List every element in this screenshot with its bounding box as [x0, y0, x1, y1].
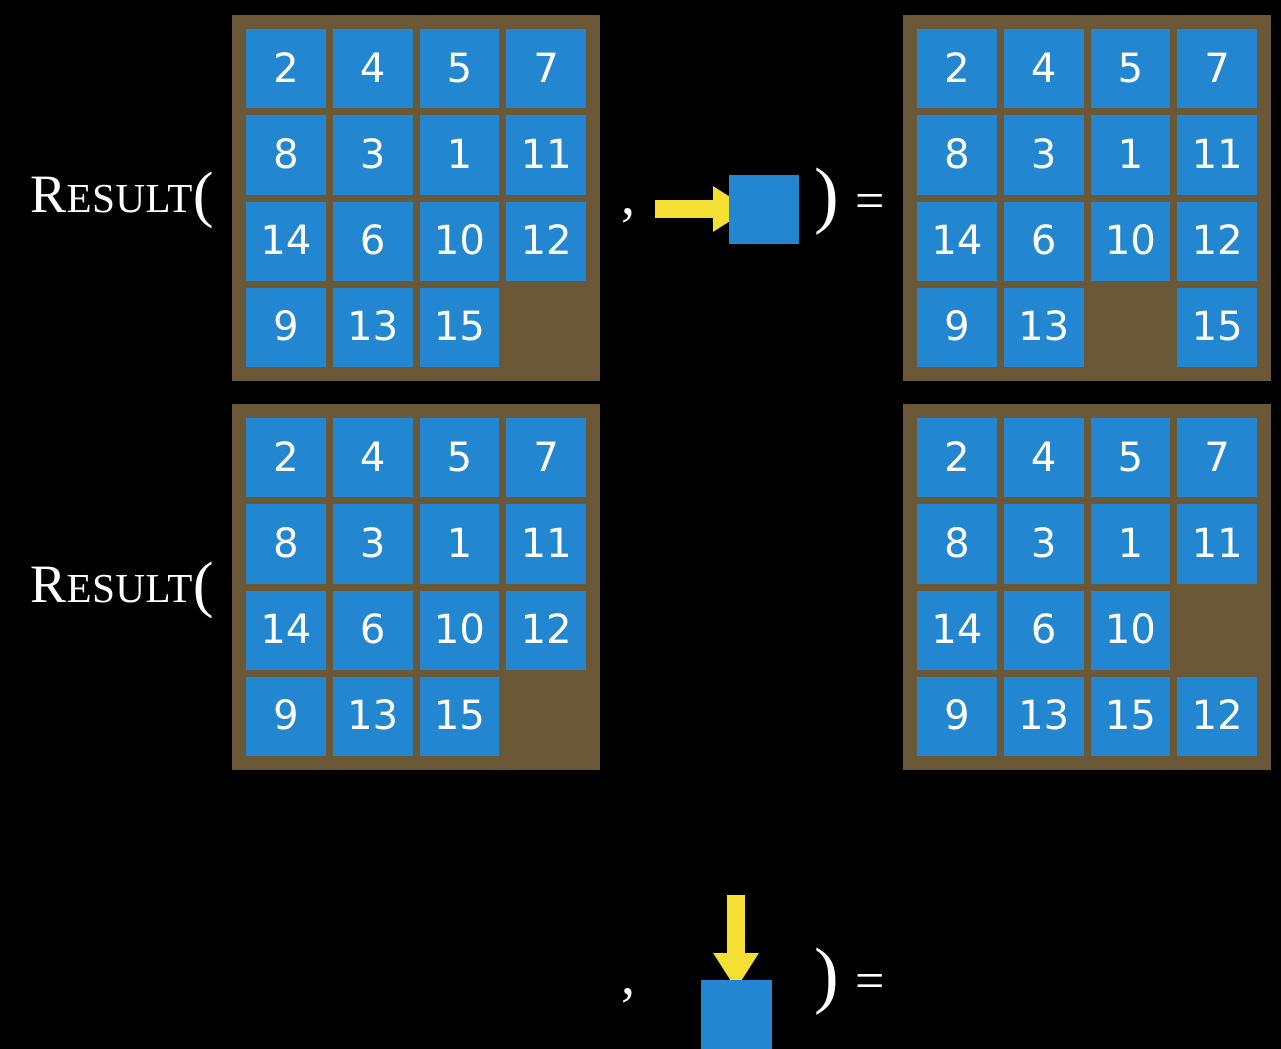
- action-tile-row-2: [701, 980, 772, 1049]
- close-paren-row-1: ): [814, 154, 839, 236]
- puzzle-tile[interactable]: 4: [332, 29, 413, 109]
- puzzle-tile[interactable]: 9: [917, 676, 997, 756]
- puzzle-tile[interactable]: 6: [1003, 590, 1084, 670]
- puzzle-tile[interactable]: 14: [246, 201, 326, 281]
- argument-separator-comma-row-1: ,: [621, 165, 635, 227]
- puzzle-tile[interactable]: 13: [1003, 676, 1084, 756]
- puzzle-tile[interactable]: 9: [246, 676, 326, 756]
- operator-area-row-1: , ) =: [607, 0, 903, 390]
- puzzle-tile[interactable]: 14: [246, 590, 326, 670]
- result-function-label-row-2: RESULT(: [30, 554, 214, 616]
- puzzle-tile[interactable]: 3: [1003, 504, 1084, 584]
- puzzle-tile[interactable]: 5: [419, 29, 500, 109]
- puzzle-tile[interactable]: 13: [332, 287, 413, 367]
- puzzle-tile[interactable]: 3: [332, 115, 413, 195]
- puzzle-tile[interactable]: 15: [419, 287, 500, 367]
- operator-area-row-2: , ) =: [607, 390, 903, 1049]
- puzzle-tile[interactable]: 4: [332, 418, 413, 498]
- puzzle-tile[interactable]: 10: [1090, 590, 1171, 670]
- puzzle-tile[interactable]: 8: [246, 504, 326, 584]
- puzzle-tile[interactable]: 12: [1177, 201, 1257, 281]
- puzzle-tile[interactable]: 11: [1177, 504, 1257, 584]
- puzzle-blank-cell: [506, 288, 586, 367]
- result-label-rest: ESULT: [66, 565, 193, 611]
- puzzle-tile[interactable]: 10: [1090, 201, 1171, 281]
- puzzle-tile[interactable]: 11: [506, 115, 586, 195]
- result-label-capital-r: R: [30, 554, 67, 614]
- puzzle-tile[interactable]: 2: [917, 418, 997, 498]
- puzzle-tile[interactable]: 15: [419, 676, 500, 756]
- puzzle-tile[interactable]: 4: [1003, 29, 1084, 109]
- puzzle-tile[interactable]: 7: [1177, 29, 1257, 109]
- equals-sign-row-1: =: [855, 173, 885, 230]
- puzzle-tile[interactable]: 7: [1177, 418, 1257, 498]
- puzzle-tile[interactable]: 1: [419, 115, 500, 195]
- puzzle-tile[interactable]: 5: [1090, 29, 1171, 109]
- arrow-right-icon: [655, 186, 749, 232]
- puzzle-tile[interactable]: 6: [332, 590, 413, 670]
- puzzle-tile[interactable]: 13: [332, 676, 413, 756]
- puzzle-tile[interactable]: 12: [506, 590, 586, 670]
- puzzle-tile[interactable]: 2: [246, 418, 326, 498]
- close-paren-row-2: ): [814, 934, 839, 1016]
- puzzle-tile[interactable]: 9: [917, 287, 997, 367]
- puzzle-tile[interactable]: 11: [1177, 115, 1257, 195]
- equals-sign-row-2: =: [855, 953, 885, 1010]
- open-paren-row-2: (: [192, 551, 214, 619]
- action-tile-row-1: [729, 175, 799, 244]
- puzzle-blank-cell: [506, 677, 586, 756]
- puzzle-tile[interactable]: 10: [419, 590, 500, 670]
- puzzle-tile[interactable]: 13: [1003, 287, 1084, 367]
- puzzle-tile[interactable]: 3: [332, 504, 413, 584]
- puzzle-tile[interactable]: 8: [917, 504, 997, 584]
- puzzle-tile[interactable]: 2: [246, 29, 326, 109]
- puzzle-tile[interactable]: 6: [1003, 201, 1084, 281]
- puzzle-tile[interactable]: 9: [246, 287, 326, 367]
- puzzle-tile[interactable]: 6: [332, 201, 413, 281]
- result-function-label-row-1: RESULT(: [30, 164, 214, 226]
- puzzle-blank-cell: [1091, 288, 1171, 367]
- puzzle-tile[interactable]: 1: [419, 504, 500, 584]
- puzzle-tile[interactable]: 14: [917, 201, 997, 281]
- arrow-down-icon: [713, 895, 759, 989]
- puzzle-tile[interactable]: 15: [1090, 676, 1171, 756]
- puzzle-blank-cell: [1177, 591, 1257, 670]
- puzzle-tile[interactable]: 11: [506, 504, 586, 584]
- puzzle-tile[interactable]: 10: [419, 201, 500, 281]
- puzzle-tile[interactable]: 7: [506, 29, 586, 109]
- open-paren-row-1: (: [192, 161, 214, 229]
- result-label-capital-r: R: [30, 164, 67, 224]
- puzzle-tile[interactable]: 2: [917, 29, 997, 109]
- puzzle-tile[interactable]: 1: [1090, 115, 1171, 195]
- puzzle-tile[interactable]: 5: [1090, 418, 1171, 498]
- puzzle-tile[interactable]: 12: [506, 201, 586, 281]
- puzzle-tile[interactable]: 3: [1003, 115, 1084, 195]
- puzzle-tile[interactable]: 8: [246, 115, 326, 195]
- puzzle-tile[interactable]: 7: [506, 418, 586, 498]
- argument-separator-comma-row-2: ,: [621, 945, 635, 1007]
- puzzle-tile[interactable]: 8: [917, 115, 997, 195]
- puzzle-tile[interactable]: 12: [1177, 676, 1257, 756]
- puzzle-tile[interactable]: 5: [419, 418, 500, 498]
- puzzle-tile[interactable]: 14: [917, 590, 997, 670]
- result-label-rest: ESULT: [66, 175, 193, 221]
- puzzle-tile[interactable]: 15: [1177, 287, 1257, 367]
- puzzle-tile[interactable]: 1: [1090, 504, 1171, 584]
- puzzle-tile[interactable]: 4: [1003, 418, 1084, 498]
